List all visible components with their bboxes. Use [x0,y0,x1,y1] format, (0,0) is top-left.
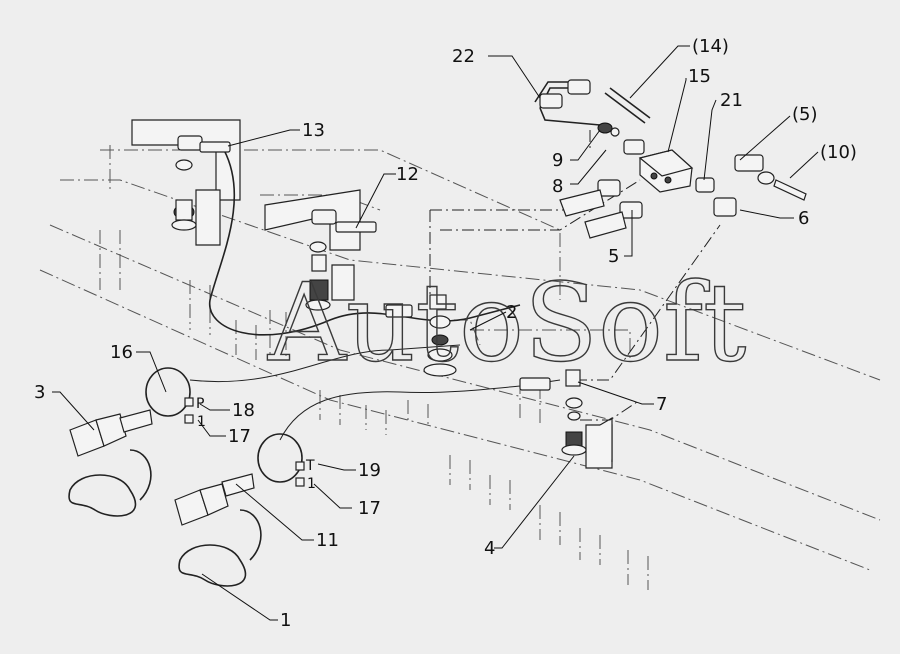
dust-caps [68,367,305,587]
brackets [131,119,613,469]
callout-4: 4 [484,538,495,559]
callout-17-upper: 17 [228,426,251,447]
tag-labels: P 1 T 1 [196,396,316,492]
callout-11: 11 [316,530,339,551]
callout-6: 6 [798,208,809,229]
callout-5-paren: (5) [792,104,818,125]
callout-21: 21 [720,90,743,111]
tag-t: T [305,458,315,474]
leader-lines [52,45,819,621]
callout-7: 7 [656,394,667,415]
callout-1: 1 [280,610,291,631]
callout-14: (14) [692,36,729,57]
callout-19: 19 [358,460,381,481]
callout-5: 5 [608,246,619,267]
callout-13: 13 [302,120,325,141]
callout-3: 3 [34,382,45,403]
callout-9: 9 [552,150,563,171]
callout-16: 16 [110,342,133,363]
callout-2: 2 [506,302,517,323]
callout-8: 8 [552,176,563,197]
callout-22: 22 [452,46,475,67]
tag-1-lower: 1 [307,476,316,492]
callout-17-lower: 17 [358,498,381,519]
tag-1-upper: 1 [197,414,206,430]
callout-10: (10) [820,142,857,163]
callout-12: 12 [396,164,419,185]
fittings [69,79,807,526]
callout-labels: 22 (14) 15 21 (5) (10) 9 8 6 5 13 12 2 1… [34,36,857,631]
callout-18: 18 [232,400,255,421]
tag-p: P [196,396,204,412]
watermark: AutoSoft [267,261,746,386]
callout-15: 15 [688,66,711,87]
